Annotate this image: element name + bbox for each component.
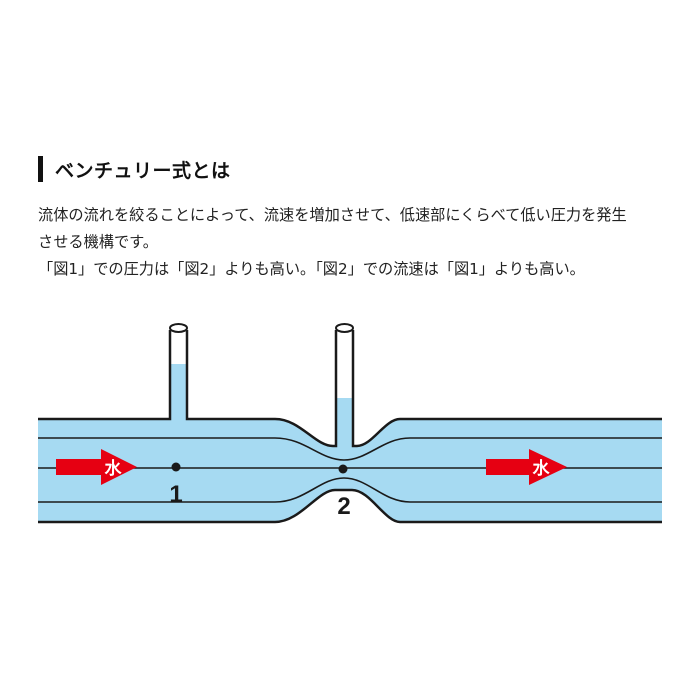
tube-1-top [169,323,188,333]
flow-label-right: 水 [533,458,551,479]
flow-arrow-right: 水 [486,449,567,485]
section-heading: ベンチュリー式とは [38,154,231,184]
pipe-water-fill [38,419,662,522]
description-line-2: させる機構です。 [38,233,158,251]
description-line-3: 「図1」での圧力は「図2」よりも高い。「図2」での流速は「図1」よりも高い。 [38,260,585,278]
page-title: ベンチュリー式とは [55,159,231,182]
tube-2-top [335,323,354,333]
point-1-marker [171,462,181,472]
streamline-upper [38,437,662,461]
point-2-label: 2 [337,493,350,520]
flow-arrow-left: 水 [56,449,137,485]
point-2-marker [338,464,348,474]
description-line-1: 流体の流れを絞ることによって、流速を増加させて、低速部にくらべて低い圧力を発生 [38,206,627,224]
streamline-lower [38,477,662,503]
venturi-diagram: 1 2 水 水 [0,300,700,540]
pipe-bottom-wall [38,488,662,524]
description: 流体の流れを絞ることによって、流速を増加させて、低速部にくらべて低い圧力を発生 … [38,202,668,283]
pipe-top-wall [38,330,662,448]
tube-1-water [170,364,187,422]
point-1-label: 1 [169,481,182,508]
heading-accent-bar [38,156,43,182]
tube-2-water [336,398,353,450]
flow-label-left: 水 [105,458,123,479]
